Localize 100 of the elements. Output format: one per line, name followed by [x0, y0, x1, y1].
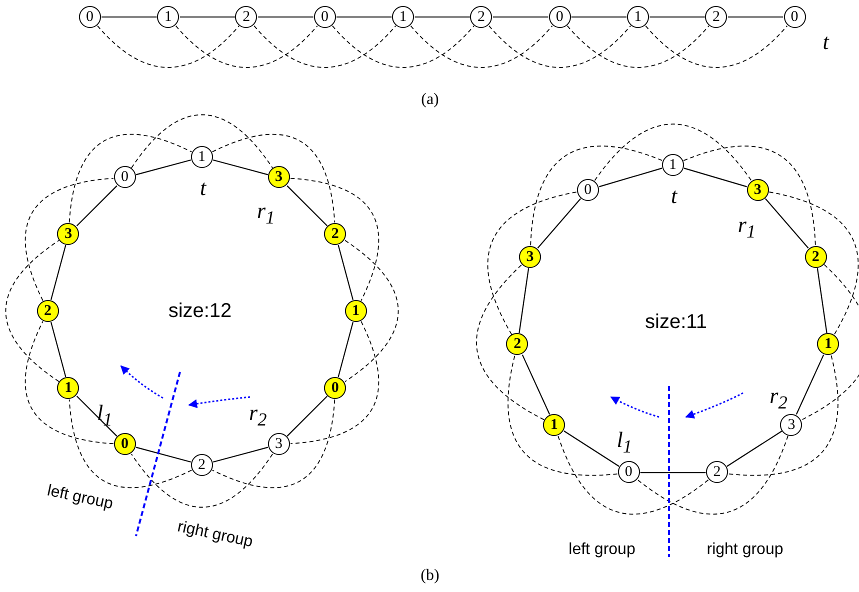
- connector-line: [537, 198, 582, 248]
- dashed-connector: [768, 192, 859, 335]
- numbered-node: 2: [705, 6, 728, 28]
- connector-line: [684, 168, 747, 188]
- numbered-node: 1: [57, 376, 80, 399]
- numbered-node: 2: [506, 333, 528, 356]
- connector-line: [336, 16, 392, 18]
- dashed-connector: [683, 146, 816, 246]
- dashed-connector: [68, 399, 192, 488]
- connector-line: [522, 354, 550, 415]
- numbered-node: 1: [543, 414, 566, 436]
- connector-line: [136, 446, 192, 463]
- connector-line: [258, 16, 314, 18]
- numbered-node: 2: [804, 246, 827, 268]
- dashed-connector: [594, 124, 752, 181]
- variable-label: t: [671, 185, 678, 207]
- connector-line: [518, 268, 530, 334]
- variable-label: t: [822, 31, 829, 53]
- dashed-connector: [290, 178, 380, 302]
- connector-line: [640, 472, 706, 474]
- numbered-node: 0: [324, 376, 346, 399]
- numbered-node: 0: [618, 461, 640, 484]
- dashed-connector: [290, 320, 380, 444]
- connector-line: [180, 16, 236, 18]
- dashed-connector: [566, 25, 710, 68]
- numbered-node: 2: [706, 461, 728, 484]
- panel-label: (a): [421, 92, 439, 108]
- connector-line: [599, 168, 662, 188]
- numbered-node: 0: [314, 6, 336, 28]
- dashed-connector: [728, 355, 838, 476]
- connector-line: [286, 396, 328, 437]
- numbered-node: 0: [114, 433, 136, 456]
- group-label: right group: [176, 519, 254, 551]
- group-label: left group: [46, 483, 114, 513]
- variable-label: l$_{1}$: [616, 428, 632, 458]
- dashed-connector: [530, 146, 663, 246]
- numbered-node: 1: [662, 154, 684, 176]
- numbered-node: 2: [324, 222, 346, 245]
- connector-line: [76, 396, 118, 437]
- variable-label: r$_{1}$: [738, 214, 756, 242]
- numbered-node: 3: [518, 246, 541, 268]
- connector-line: [50, 322, 66, 378]
- dashed-connector: [344, 240, 399, 382]
- numbered-node: 1: [392, 6, 414, 28]
- connector-line: [728, 16, 784, 18]
- dashed-connector: [130, 114, 274, 168]
- numbered-node: 1: [626, 6, 649, 28]
- dashed-connector: [637, 435, 788, 515]
- dashed-connector: [212, 134, 336, 223]
- dashed-connector: [212, 399, 336, 488]
- connector-line: [650, 16, 705, 18]
- connector-line: [414, 16, 470, 18]
- connector-line: [571, 16, 627, 18]
- numbered-node: 0: [784, 6, 806, 28]
- connector-line: [796, 354, 824, 415]
- group-label: right group: [706, 542, 784, 558]
- numbered-node: 3: [268, 433, 290, 456]
- variable-label: r$_{1}$: [257, 200, 275, 228]
- numbered-node: 1: [157, 6, 180, 28]
- numbered-node: 2: [190, 454, 213, 476]
- numbered-node: 0: [576, 178, 599, 201]
- connector-line: [816, 268, 828, 334]
- connector-line: [76, 185, 118, 226]
- dashed-connector: [24, 178, 114, 302]
- numbered-node: 2: [235, 6, 258, 28]
- numbered-node: 0: [548, 6, 571, 28]
- dashed-connector: [332, 25, 474, 68]
- connector-line: [136, 159, 192, 176]
- dashed-connector: [476, 264, 545, 420]
- size-label: size:12: [168, 301, 232, 321]
- numbered-node: 2: [470, 6, 492, 28]
- dashed-connector: [68, 134, 192, 223]
- dashed-connector: [410, 25, 553, 68]
- numbered-node: 3: [780, 414, 802, 436]
- dashed-connector: [487, 192, 578, 335]
- numbered-node: 3: [746, 178, 769, 201]
- connector-line: [50, 244, 66, 300]
- connector-line: [212, 159, 268, 176]
- dashed-connector: [254, 25, 396, 68]
- variable-label: r$_{2}$: [249, 402, 267, 431]
- connector-line: [102, 16, 157, 18]
- connector-line: [764, 198, 809, 248]
- group-label: left group: [568, 542, 636, 558]
- panel-label: (b): [420, 568, 440, 584]
- numbered-node: 0: [114, 166, 136, 188]
- connector-line: [212, 446, 268, 463]
- numbered-node: 0: [78, 6, 101, 28]
- numbered-node: 3: [57, 222, 80, 245]
- connector-line: [338, 244, 354, 300]
- dashed-connector: [558, 435, 709, 515]
- numbered-node: 1: [344, 300, 367, 322]
- numbered-node: 2: [36, 300, 59, 322]
- dashed-connector: [508, 355, 618, 476]
- variable-label: r$_{2}$: [770, 384, 788, 414]
- numbered-node: 3: [268, 166, 290, 188]
- connector-line: [338, 322, 354, 378]
- connector-line: [493, 16, 548, 18]
- dashed-connector: [97, 25, 240, 68]
- variable-label: t: [200, 177, 206, 199]
- connector-line: [564, 430, 620, 467]
